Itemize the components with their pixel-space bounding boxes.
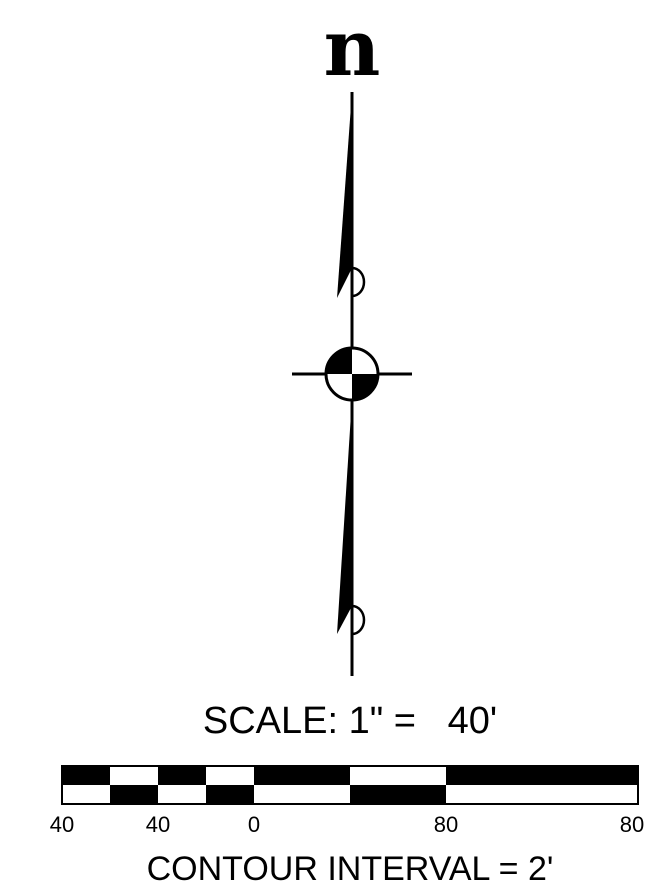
scale-bar-label: 0 bbox=[247, 812, 261, 837]
center-symbol-quadrant-nw bbox=[326, 348, 352, 374]
scale-bar-label: 80 bbox=[619, 812, 645, 837]
scale-title: SCALE: 1" = 40' bbox=[202, 700, 498, 742]
contour-interval-note: CONTOUR INTERVAL = 2' bbox=[146, 850, 554, 888]
scale-bar-label: 80 bbox=[433, 812, 459, 837]
scale-bar bbox=[61, 765, 639, 805]
scale-bar-label: 40 bbox=[49, 812, 75, 837]
north-needle-upper bbox=[337, 92, 352, 298]
north-needle-upper-hook bbox=[351, 266, 366, 298]
center-symbol-quadrant-se bbox=[352, 374, 378, 400]
north-needle-lower bbox=[337, 398, 352, 634]
north-needle-lower-hook bbox=[351, 604, 366, 636]
scale-bar-label: 40 bbox=[145, 812, 171, 837]
north-label: n bbox=[323, 3, 381, 94]
